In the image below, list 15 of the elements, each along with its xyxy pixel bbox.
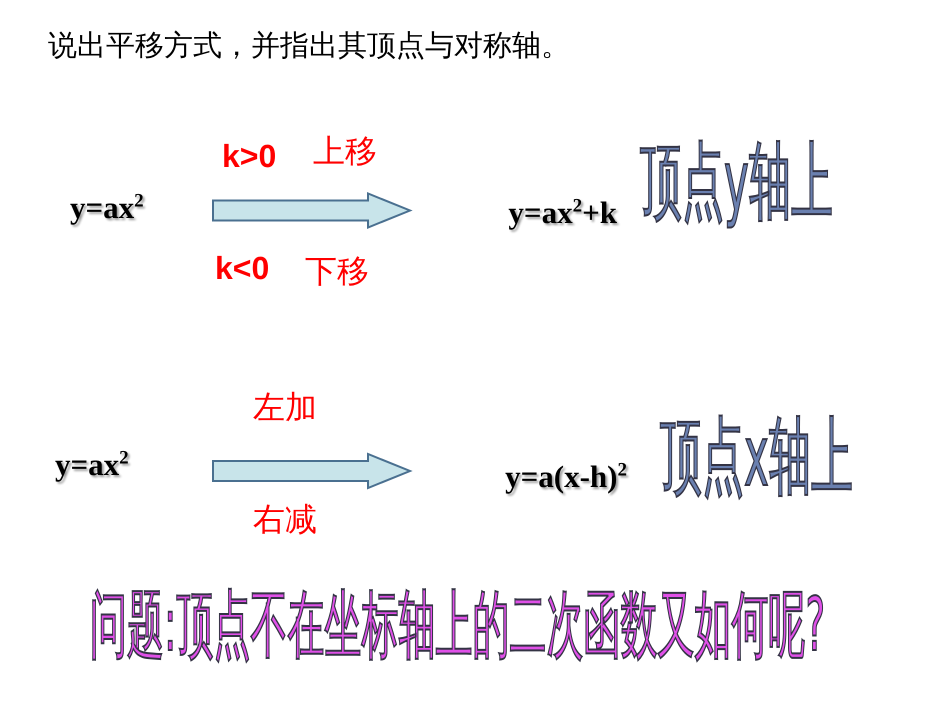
shift-label: 上移 — [313, 131, 377, 172]
formula: y=ax$^{2}$+k — [508, 195, 617, 231]
shift-label: 下移 — [305, 251, 369, 292]
formula: y=a(x-h)$^{2}$ — [505, 459, 627, 495]
wordart-question: 问题:顶点不在坐标轴上的二次函数又如何呢? — [90, 588, 826, 662]
condition-label: k<0 — [215, 250, 270, 287]
shift-label: 左加 — [253, 387, 317, 428]
formula: y=ax$^{2}$ — [55, 447, 129, 483]
formula: y=ax$^{2}$ — [70, 190, 144, 226]
block-arrow — [212, 192, 413, 229]
shift-label: 右减 — [253, 499, 317, 540]
condition-label: k>0 — [222, 138, 276, 175]
block-arrow — [212, 452, 413, 490]
wordart-text: 顶点x轴上 — [660, 415, 853, 499]
title: 说出平移方式，并指出其顶点与对称轴。 — [48, 27, 570, 64]
